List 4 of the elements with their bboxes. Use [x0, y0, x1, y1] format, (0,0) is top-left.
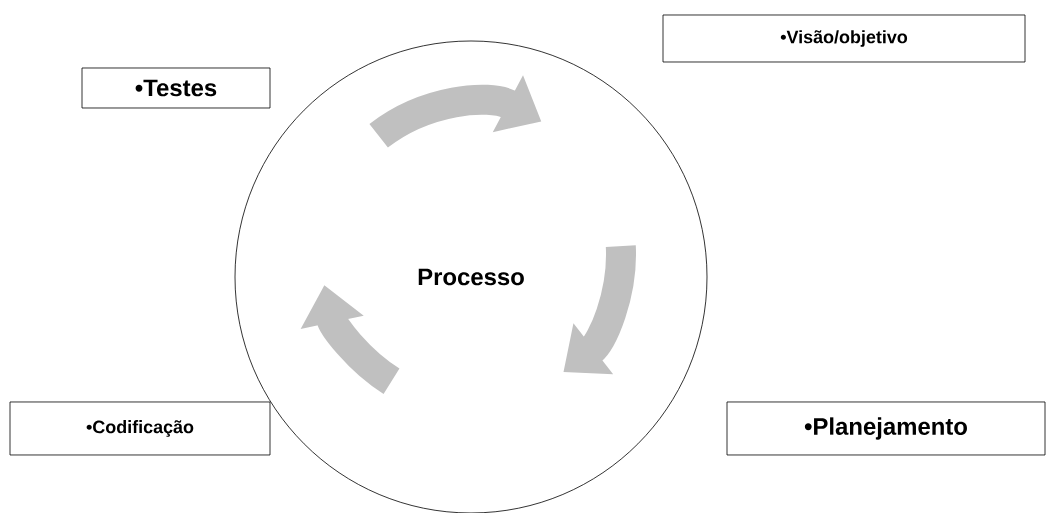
text-box: •Visão/objetivo — [662, 14, 1026, 63]
text-box: •Testes — [81, 67, 271, 109]
text-box: •Codificação — [9, 401, 271, 456]
text-box: •Planejamento — [726, 401, 1046, 456]
